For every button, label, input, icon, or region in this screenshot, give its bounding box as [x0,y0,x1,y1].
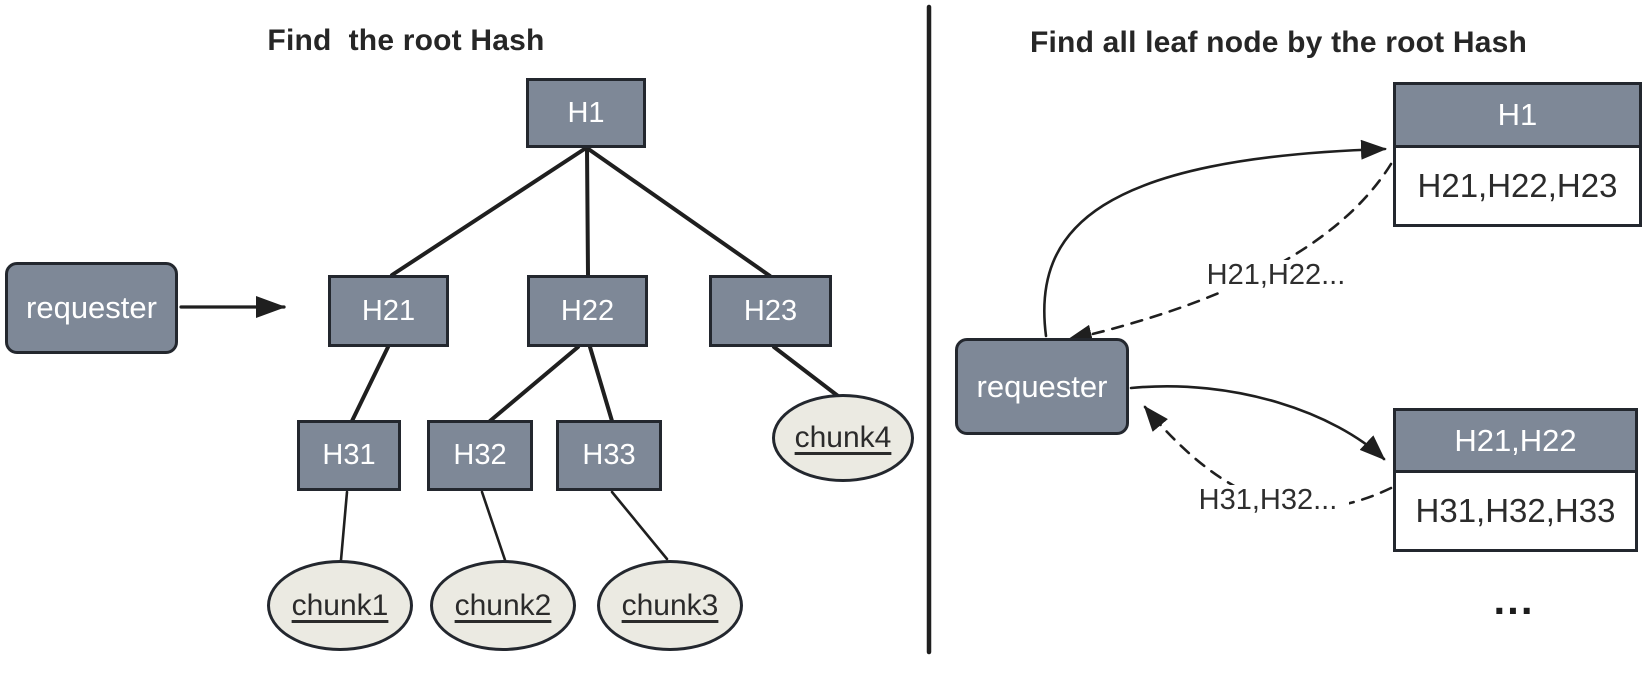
node-chunk4: chunk4 [772,394,914,482]
node-h23: H23 [709,275,832,347]
edge-h1-h22 [585,146,590,277]
edge-h33-chunk3 [610,490,669,561]
node-requester-left: requester [5,262,178,354]
node-h31: H31 [297,420,401,491]
edge-h32-chunk2 [480,490,507,562]
node-requester-right: requester [955,338,1129,435]
branch-hash-box: H21,H22 H31,H32,H33 [1393,408,1638,552]
node-h23-label: H23 [743,294,798,327]
node-h32: H32 [427,420,533,491]
edge-h22-h32 [488,345,580,423]
node-chunk2: chunk2 [430,560,576,651]
branch-response-label: H31,H32... [1187,484,1349,517]
right-panel-title: Find all leaf node by the root Hash [1030,26,1528,59]
edge-h1-h23 [585,146,772,278]
left-panel-title: Find the root Hash [267,24,545,57]
arrow-requester-branch-request [1129,384,1386,461]
arrow-branch-response [1143,405,1393,509]
node-h1: H1 [526,78,646,148]
root-response-label: H21,H22... [1195,259,1357,292]
node-h32-label: H32 [453,439,507,471]
node-h22: H22 [527,275,648,347]
node-chunk1: chunk1 [267,560,413,651]
edge-h21-h31 [350,345,390,423]
node-h31-label: H31 [322,439,376,471]
edge-h31-chunk1 [339,490,349,562]
chunk3-label: chunk3 [621,588,719,622]
chunk2-label: chunk2 [454,588,552,622]
node-h33-label: H33 [582,439,636,471]
root-hash-box-body: H21,H22,H23 [1396,148,1639,224]
node-h33: H33 [556,420,662,491]
arrow-requester-root-request [1042,139,1387,338]
requester-left-label: requester [26,290,157,325]
root-hash-box-header: H1 [1396,85,1639,148]
requester-right-label: requester [976,368,1108,404]
edge-h22-h33 [588,345,614,423]
more-indicator: ... [1493,576,1535,623]
edge-h1-h21 [390,146,588,277]
chunk1-label: chunk1 [291,588,389,622]
root-hash-box: H1 H21,H22,H23 [1393,82,1642,227]
node-h1-label: H1 [567,96,605,129]
node-h22-label: H22 [560,294,615,327]
edge-h23-chunk4 [772,345,840,398]
branch-hash-box-header: H21,H22 [1396,411,1635,473]
chunk4-label: chunk4 [794,421,892,454]
node-h21-label: H21 [361,294,416,327]
branch-hash-box-body: H31,H32,H33 [1396,473,1635,549]
arrow-root-response [1066,162,1393,345]
node-h21: H21 [328,275,449,347]
node-chunk3: chunk3 [597,560,743,651]
